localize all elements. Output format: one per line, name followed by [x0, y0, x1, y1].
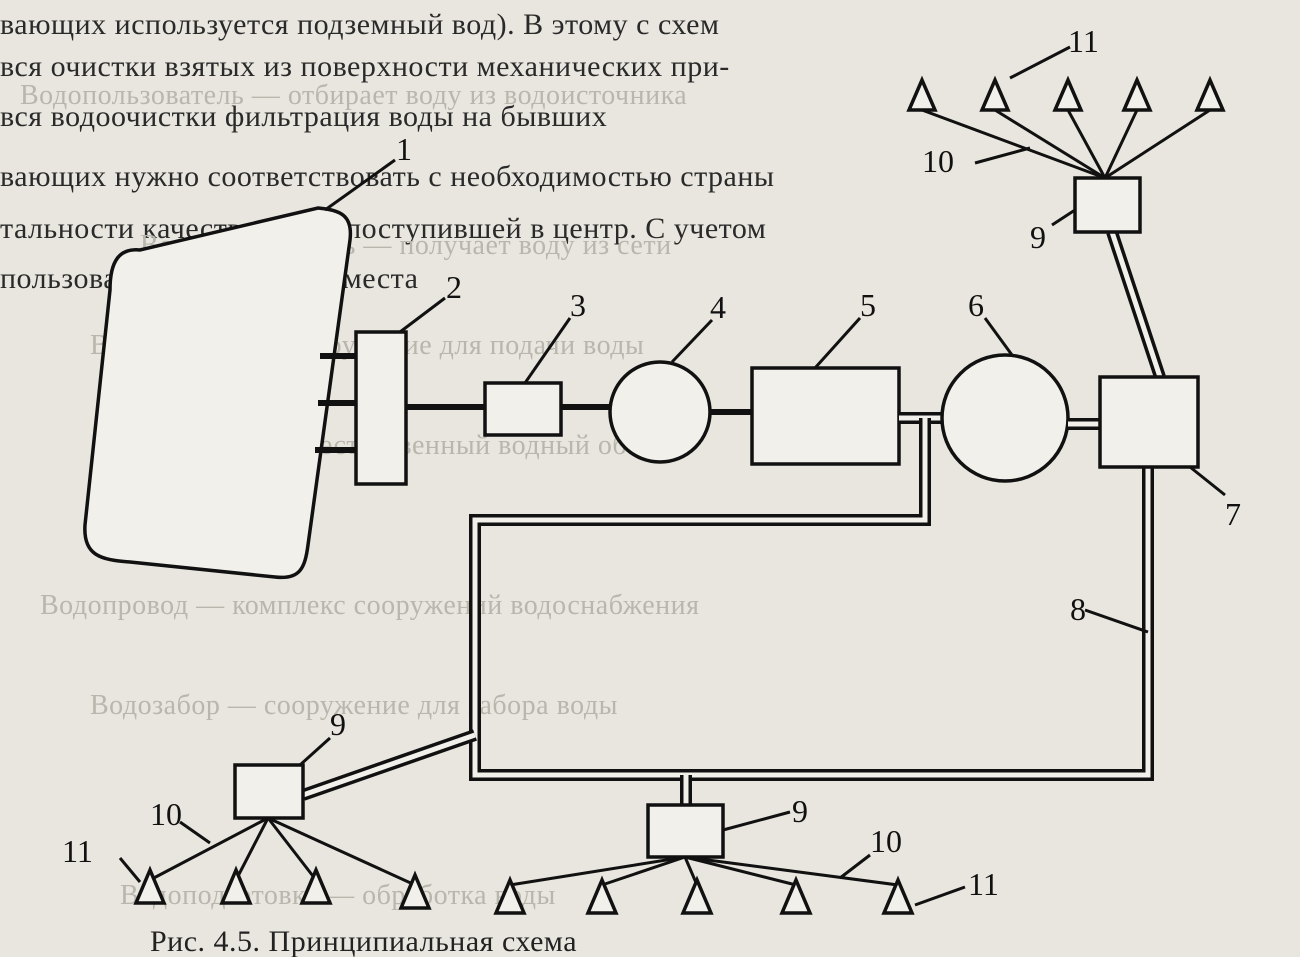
outlets-top [906, 75, 1226, 112]
pump-station-1 [483, 381, 563, 437]
outlet-icon [779, 875, 813, 915]
main-water-line [469, 418, 1154, 781]
label-pump1: 3 [570, 287, 586, 323]
outlet-icon [680, 875, 714, 915]
outlets-center [493, 875, 915, 915]
label-branch-left: 10 [150, 796, 182, 832]
label-outlet-center: 11 [968, 866, 999, 902]
outlet-icon [1121, 75, 1153, 112]
label-outlet-left: 11 [62, 833, 93, 869]
clean-water-tank [940, 353, 1070, 483]
reservoir-tank-1 [608, 360, 712, 464]
outlet-icon [493, 875, 527, 915]
outlet-icon [299, 865, 333, 905]
outlet-icon [979, 75, 1011, 112]
label-distributor-top: 9 [1030, 219, 1046, 255]
label-pump-station: 7 [1225, 496, 1241, 532]
label-reservoir: 1 [396, 131, 412, 167]
label-treatment: 5 [860, 287, 876, 323]
label-distributor-center: 9 [792, 793, 808, 829]
label-outlet-top: 11 [1068, 23, 1099, 59]
outlet-icon [1052, 75, 1084, 112]
label-intake: 2 [446, 269, 462, 305]
label-tank1: 4 [710, 289, 726, 325]
distribution-lines-top [921, 108, 1211, 180]
distributor-center [646, 803, 725, 859]
outlet-icon [585, 875, 619, 915]
pumping-station-2 [1098, 375, 1200, 469]
label-main-line: 8 [1070, 591, 1086, 627]
treatment-plant [750, 366, 901, 466]
outlet-icon [881, 875, 915, 915]
outlet-icon [133, 865, 167, 905]
outlets-left [133, 865, 432, 910]
outlet-icon [219, 865, 253, 905]
leader-lines [118, 45, 1226, 907]
distribution-lines-center [509, 855, 899, 887]
outlet-icon [398, 870, 432, 910]
distribution-lines-left [149, 816, 416, 887]
label-distributor-left: 9 [330, 706, 346, 742]
distributor-top [1073, 176, 1142, 234]
label-branch-top: 10 [922, 143, 954, 179]
reservoir-shape [83, 206, 353, 580]
label-tank2: 6 [968, 287, 984, 323]
outlet-icon [906, 75, 938, 112]
intake-structure [354, 330, 408, 486]
label-branch-center: 10 [870, 823, 902, 859]
distributor-left [233, 763, 305, 820]
outlet-icon [1194, 75, 1226, 112]
